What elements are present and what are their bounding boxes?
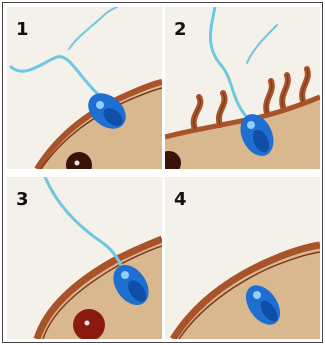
acrosome-dot bbox=[121, 271, 129, 279]
acrosome-dot bbox=[253, 291, 261, 299]
nucleus-highlight bbox=[75, 161, 80, 166]
sperm-tail-hair bbox=[69, 7, 117, 49]
step-number-label: 3 bbox=[16, 191, 29, 209]
panel-step-4: 4 bbox=[165, 177, 320, 339]
panel-2-illustration bbox=[165, 7, 320, 169]
panel-4-illustration bbox=[165, 177, 320, 339]
fertilization-steps-figure: 1 2 3 bbox=[2, 2, 323, 343]
panel-step-3: 3 bbox=[7, 177, 162, 339]
panel-1-illustration bbox=[7, 7, 162, 169]
sperm-tail bbox=[11, 57, 99, 95]
egg-cytoplasm bbox=[173, 245, 320, 339]
step-number-label: 1 bbox=[16, 21, 29, 39]
acrosome-dot bbox=[247, 121, 255, 129]
panel-3-illustration bbox=[7, 177, 162, 339]
panel-step-2: 2 bbox=[165, 7, 320, 169]
step-number-label: 4 bbox=[174, 191, 187, 209]
nucleus-highlight bbox=[85, 321, 90, 326]
sperm-tail-hair bbox=[247, 25, 277, 63]
sperm-tail bbox=[45, 177, 121, 265]
acrosome-dot bbox=[96, 101, 104, 109]
panel-step-1: 1 bbox=[7, 7, 162, 169]
step-number-label: 2 bbox=[174, 21, 187, 39]
sperm-tail bbox=[211, 7, 246, 115]
